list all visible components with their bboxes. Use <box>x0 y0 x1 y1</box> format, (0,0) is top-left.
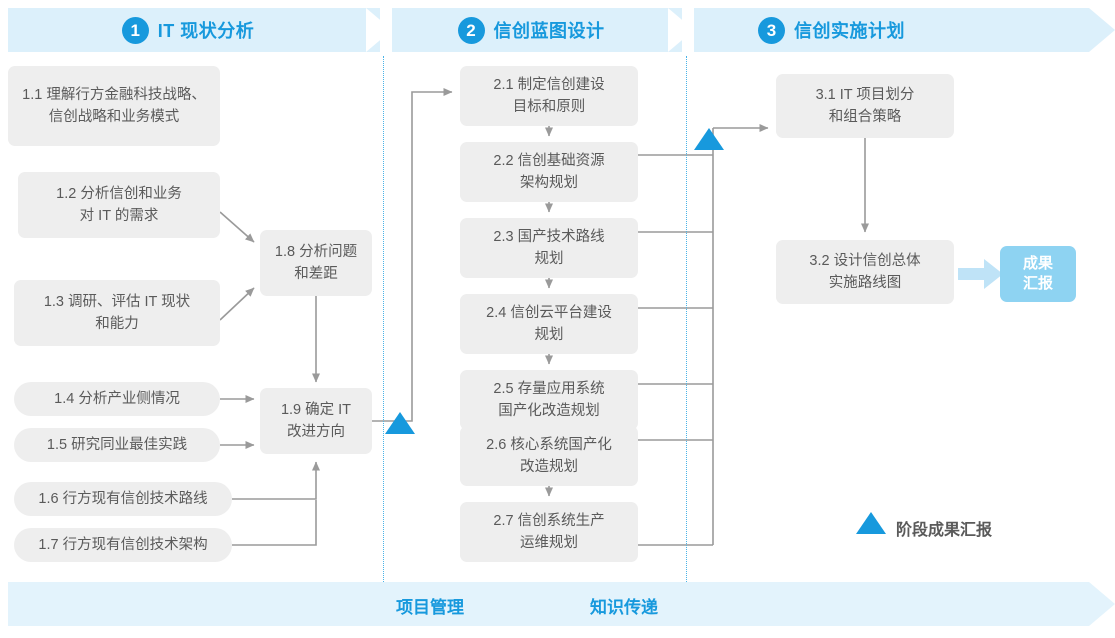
phase-band-3: 3 信创实施计划 <box>694 8 1089 52</box>
process-box-1-7-label: 1.7 行方现有信创技术架构 <box>38 536 208 553</box>
process-box-1-1-label: 1.1 理解行方金融科技战略、信创战略和业务模式 <box>22 86 206 125</box>
process-box-2-3[interactable]: 2.3 国产技术路线规划 <box>460 218 638 278</box>
process-box-1-8[interactable]: 1.8 分析问题和差距 <box>260 230 372 296</box>
milestone-triangle-phase2 <box>694 128 724 150</box>
process-box-3-2[interactable]: 3.2 设计信创总体实施路线图 <box>776 240 954 304</box>
process-box-2-5[interactable]: 2.5 存量应用系统国产化改造规划 <box>460 370 638 430</box>
result-arrow-icon <box>958 258 1004 295</box>
process-box-1-7[interactable]: 1.7 行方现有信创技术架构 <box>14 528 232 562</box>
phase-title-1: IT 现状分析 <box>157 21 255 41</box>
phase-number-3: 3 <box>758 16 785 44</box>
phase-chevron-2 <box>668 8 694 52</box>
process-box-1-2[interactable]: 1.2 分析信创和业务对 IT 的需求 <box>18 172 220 238</box>
process-box-2-4-label: 2.4 信创云平台建设规划 <box>486 304 612 343</box>
process-box-2-6[interactable]: 2.6 核心系统国产化改造规划 <box>460 426 638 486</box>
process-box-2-5-label: 2.5 存量应用系统国产化改造规划 <box>493 380 605 419</box>
process-box-1-2-label: 1.2 分析信创和业务对 IT 的需求 <box>56 185 182 224</box>
process-box-2-2[interactable]: 2.2 信创基础资源架构规划 <box>460 142 638 202</box>
phase-band-1: 1 IT 现状分析 <box>8 8 380 52</box>
process-box-2-4[interactable]: 2.4 信创云平台建设规划 <box>460 294 638 354</box>
process-box-2-3-label: 2.3 国产技术路线规划 <box>493 228 605 267</box>
process-box-2-6-label: 2.6 核心系统国产化改造规划 <box>486 436 612 475</box>
process-box-3-2-label: 3.2 设计信创总体实施路线图 <box>809 252 921 291</box>
process-box-1-3[interactable]: 1.3 调研、评估 IT 现状和能力 <box>14 280 220 346</box>
process-box-3-1[interactable]: 3.1 IT 项目划分和组合策略 <box>776 74 954 138</box>
legend-label: 阶段成果汇报 <box>896 522 993 539</box>
process-box-3-1-label: 3.1 IT 项目划分和组合策略 <box>815 86 915 125</box>
phase-number-2: 2 <box>457 16 485 44</box>
process-box-2-1-label: 2.1 制定信创建设目标和原则 <box>493 76 605 115</box>
process-box-2-2-label: 2.2 信创基础资源架构规划 <box>493 152 605 191</box>
phase-number-1: 1 <box>121 16 149 44</box>
process-box-2-7[interactable]: 2.7 信创系统生产运维规划 <box>460 502 638 562</box>
process-box-1-4-label: 1.4 分析产业侧情况 <box>54 390 180 407</box>
bottom-band-label-2: 知识传递 <box>590 598 658 617</box>
phase-chevron-1 <box>366 8 392 52</box>
process-box-1-5[interactable]: 1.5 研究同业最佳实践 <box>14 428 220 462</box>
process-box-1-4[interactable]: 1.4 分析产业侧情况 <box>14 382 220 416</box>
phase-title-3: 信创实施计划 <box>794 21 905 41</box>
result-box-label: 成果汇报 <box>1022 254 1053 292</box>
process-box-1-6-label: 1.6 行方现有信创技术路线 <box>38 490 208 507</box>
milestone-triangle-phase1 <box>385 412 415 434</box>
phase-title-2: 信创蓝图设计 <box>493 21 605 41</box>
process-box-1-6[interactable]: 1.6 行方现有信创技术路线 <box>14 482 232 516</box>
result-box[interactable]: 成果汇报 <box>1000 246 1076 302</box>
process-box-2-1[interactable]: 2.1 制定信创建设目标和原则 <box>460 66 638 126</box>
phase-divider-1 <box>383 56 384 584</box>
process-box-1-3-label: 1.3 调研、评估 IT 现状和能力 <box>43 293 191 332</box>
legend-triangle-icon <box>856 512 886 534</box>
bottom-band-label-1: 项目管理 <box>396 598 464 617</box>
bottom-band-tip <box>1089 582 1115 626</box>
process-box-1-5-label: 1.5 研究同业最佳实践 <box>46 436 188 453</box>
phase-band-tip <box>1089 8 1115 52</box>
process-box-1-8-label: 1.8 分析问题和差距 <box>274 243 358 282</box>
phase-band-2: 2 信创蓝图设计 <box>392 8 682 52</box>
process-box-1-1[interactable]: 1.1 理解行方金融科技战略、信创战略和业务模式 <box>8 66 220 146</box>
process-box-2-7-label: 2.7 信创系统生产运维规划 <box>493 512 605 551</box>
bottom-band: 项目管理 知识传递 <box>8 582 1089 626</box>
phase-divider-2 <box>686 56 687 584</box>
